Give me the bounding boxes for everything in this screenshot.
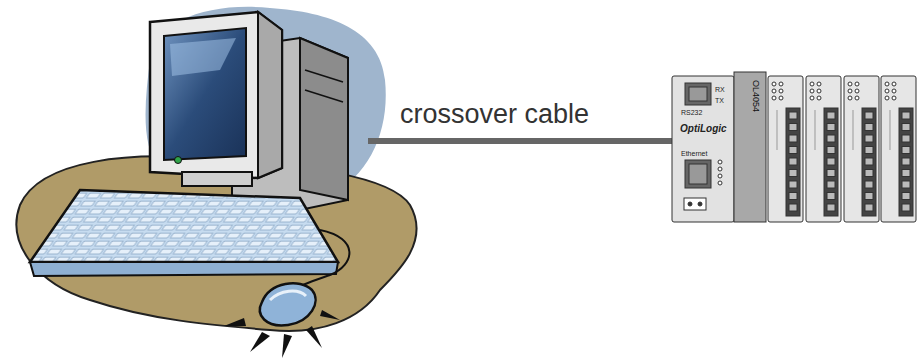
computer-illustration	[16, 7, 416, 358]
plc-rack	[672, 72, 766, 222]
device-label: OptiLogic	[680, 124, 727, 134]
device-label: TX	[715, 97, 724, 104]
cable-label: crossover cable	[400, 101, 589, 128]
device-label: Ethernet	[681, 150, 707, 157]
device-label: RS232	[681, 109, 702, 116]
device-label: OL4054	[751, 80, 760, 112]
io-modules	[768, 76, 916, 222]
crossover-cable	[368, 138, 672, 144]
device-label: RX	[715, 86, 725, 93]
